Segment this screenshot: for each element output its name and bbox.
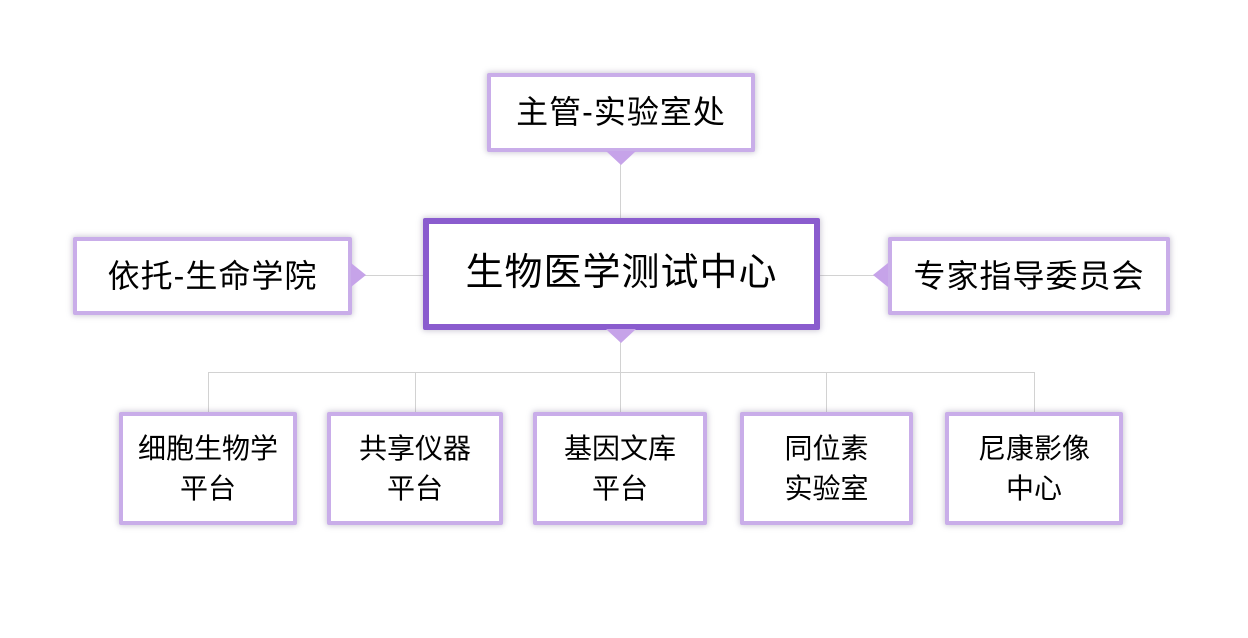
node-biomedical-testing-center: 生物医学测试中心	[423, 218, 820, 330]
node-expert-committee: 专家指导委员会	[888, 237, 1170, 315]
node-supervisor: 主管-实验室处	[487, 73, 755, 152]
connector-drop-child-2	[415, 372, 416, 412]
node-label-line: 共享仪器	[358, 432, 471, 464]
arrow-right-icon	[351, 263, 366, 287]
node-shared-instrument-platform: 共享仪器 平台	[327, 412, 503, 525]
node-label-line: 平台	[386, 472, 443, 504]
node-affiliation-label: 依托-生命学院	[107, 257, 318, 294]
node-label-line: 细胞生物学	[137, 432, 278, 464]
connector-drop-child-4	[826, 372, 827, 412]
connector-center-committee	[820, 275, 888, 276]
connector-affiliation-center	[352, 275, 423, 276]
node-committee-label: 专家指导委员会	[913, 257, 1145, 294]
node-label-line: 同位素	[784, 432, 869, 464]
node-cell-biology-platform: 细胞生物学 平台	[119, 412, 297, 525]
connector-bus	[208, 372, 1034, 373]
node-label-line: 实验室	[784, 472, 869, 504]
connector-supervisor-center	[620, 152, 621, 218]
connector-drop-child-3	[620, 372, 621, 412]
node-supervisor-label: 主管-实验室处	[516, 94, 726, 131]
node-gene-library-platform: 基因文库 平台	[533, 412, 707, 525]
connector-drop-child-1	[208, 372, 209, 412]
node-center-label: 生物医学测试中心	[465, 252, 778, 295]
node-affiliation: 依托-生命学院	[73, 237, 352, 315]
node-label-line: 基因文库	[563, 432, 676, 464]
node-isotope-laboratory: 同位素 实验室	[740, 412, 913, 525]
connector-center-bus	[620, 330, 621, 372]
node-label-line: 平台	[179, 472, 236, 504]
node-nikon-imaging-center: 尼康影像 中心	[945, 412, 1123, 525]
arrow-down-icon	[606, 151, 636, 165]
node-label-line: 平台	[591, 472, 648, 504]
node-label-line: 尼康影像	[977, 432, 1090, 464]
arrow-down-icon	[606, 329, 636, 343]
connector-drop-child-5	[1034, 372, 1035, 412]
arrow-left-icon	[873, 263, 888, 287]
node-label-line: 中心	[1005, 472, 1062, 504]
